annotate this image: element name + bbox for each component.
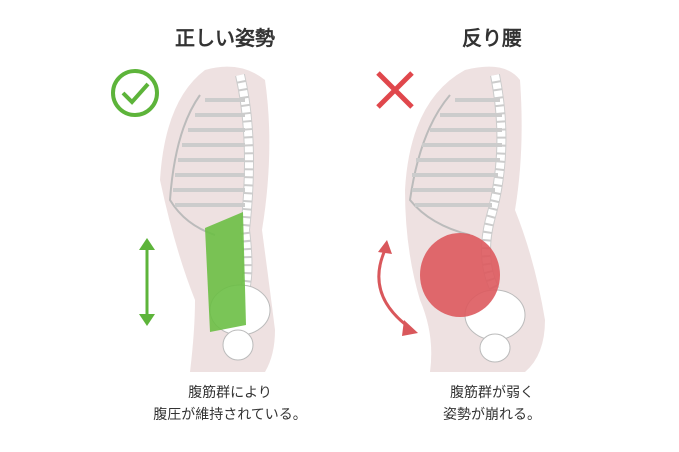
double-arrow-icon — [139, 238, 155, 326]
curved-arrow-icon — [377, 240, 418, 336]
good-posture-caption: 腹筋群により 腹圧が維持されている。 — [110, 382, 350, 426]
good-posture-title: 正しい姿勢 — [175, 26, 275, 50]
cross-icon — [376, 71, 414, 109]
check-icon — [111, 69, 159, 117]
good-posture-figure — [111, 66, 275, 373]
abdominal-muscle-good — [205, 212, 246, 332]
bad-posture-figure — [376, 66, 545, 373]
caption-line: 腹筋群により — [188, 385, 272, 401]
caption-line: 腹圧が維持されている。 — [153, 407, 307, 423]
abdominal-muscle-bad — [420, 233, 500, 317]
caption-line: 姿勢が崩れる。 — [443, 407, 541, 423]
bad-posture-title: 反り腰 — [462, 26, 522, 50]
bad-posture-caption: 腹筋群が弱く 姿勢が崩れる。 — [372, 382, 612, 426]
caption-line: 腹筋群が弱く — [450, 385, 534, 401]
